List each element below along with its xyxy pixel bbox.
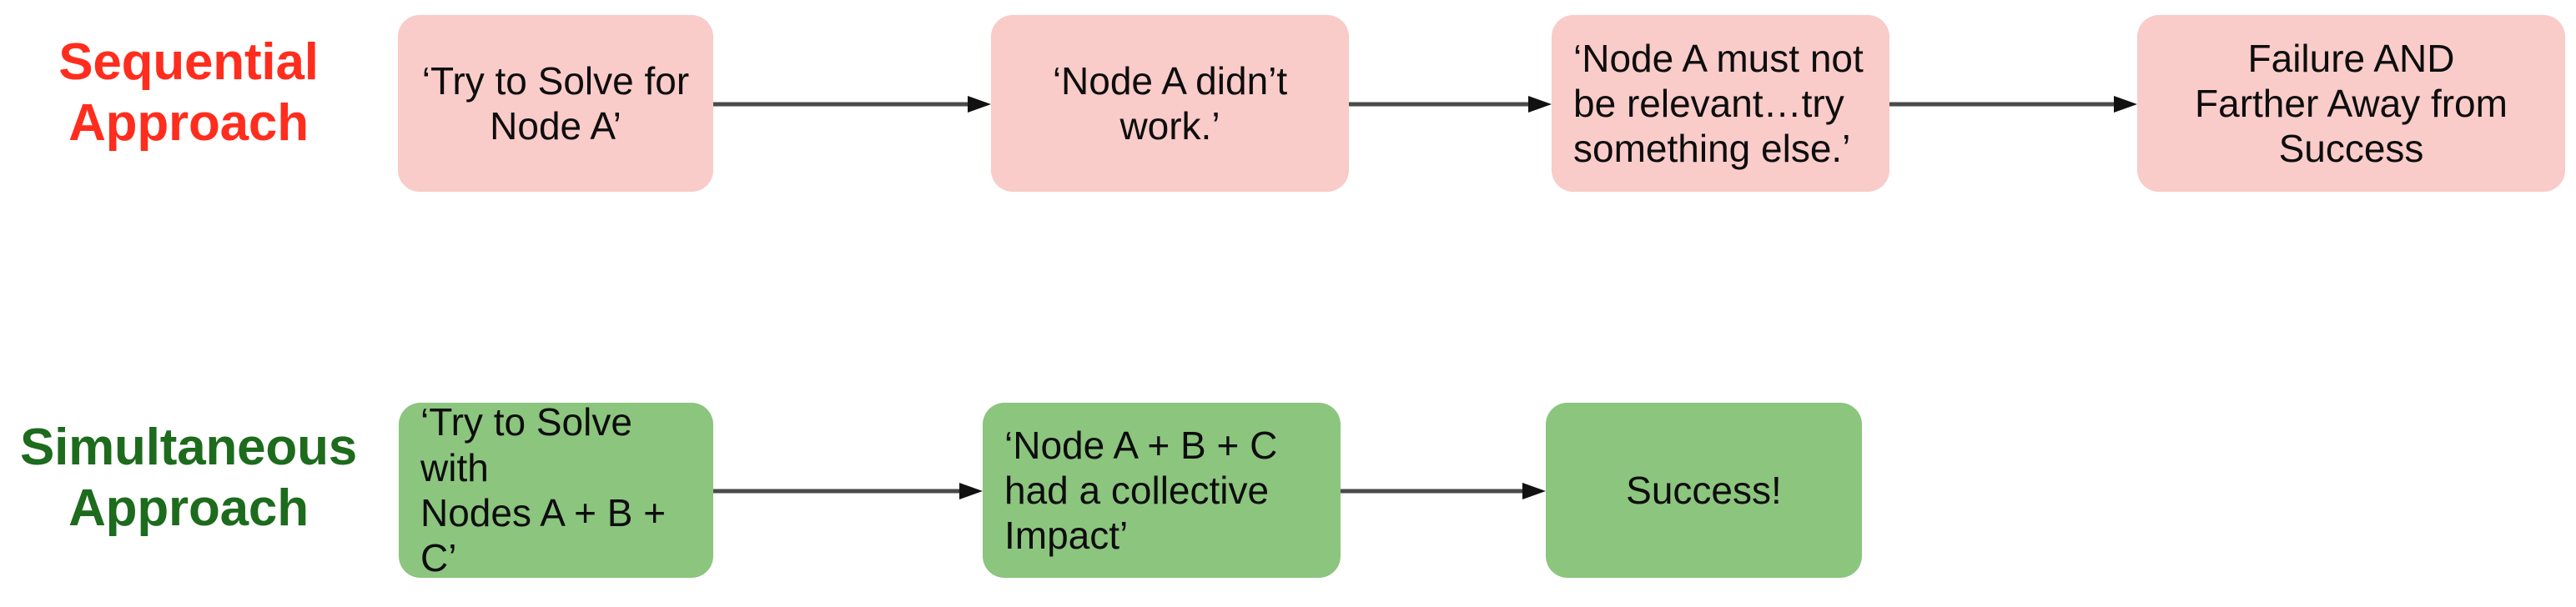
sequential-step-1-box[interactable]: ‘Try to Solve for Node A’ (398, 15, 713, 192)
simultaneous-step-3-box[interactable]: Success! (1546, 403, 1862, 578)
row-label-sequential: Sequential Approach (58, 33, 319, 153)
sequential-step-4-text: Failure AND Farther Away from Success (2195, 36, 2508, 171)
simultaneous-step-2-box[interactable]: ‘Node A + B + C had a collective Impact’ (983, 403, 1341, 578)
sequential-arrow-2-to-3 (1349, 93, 1552, 115)
sequential-step-4-box[interactable]: Failure AND Farther Away from Success (2137, 15, 2565, 192)
sequential-step-2-box[interactable]: ‘Node A didn’t work.’ (991, 15, 1349, 192)
simultaneous-step-1-text: ‘Try to Solve with Nodes A + B + C’ (420, 400, 667, 580)
simultaneous-step-3-text: Success! (1626, 468, 1782, 512)
simultaneous-step-2-text: ‘Node A + B + C had a collective Impact’ (1004, 423, 1278, 558)
simultaneous-step-1-box[interactable]: ‘Try to Solve with Nodes A + B + C’ (399, 400, 713, 579)
sequential-step-3-box[interactable]: ‘Node A must not be relevant…try somethi… (1552, 15, 1889, 192)
simultaneous-arrow-2-to-3 (1341, 480, 1546, 502)
sequential-step-3-text: ‘Node A must not be relevant…try somethi… (1573, 36, 1864, 171)
sequential-step-1-text: ‘Try to Solve for Node A’ (421, 58, 690, 148)
sequential-arrow-1-to-2 (713, 93, 991, 115)
simultaneous-arrow-1-to-2 (713, 480, 983, 502)
sequential-step-2-text: ‘Node A didn’t work.’ (1052, 58, 1288, 148)
row-label-simultaneous: Simultaneous Approach (19, 419, 358, 538)
sequential-arrow-3-to-4 (1889, 93, 2137, 115)
